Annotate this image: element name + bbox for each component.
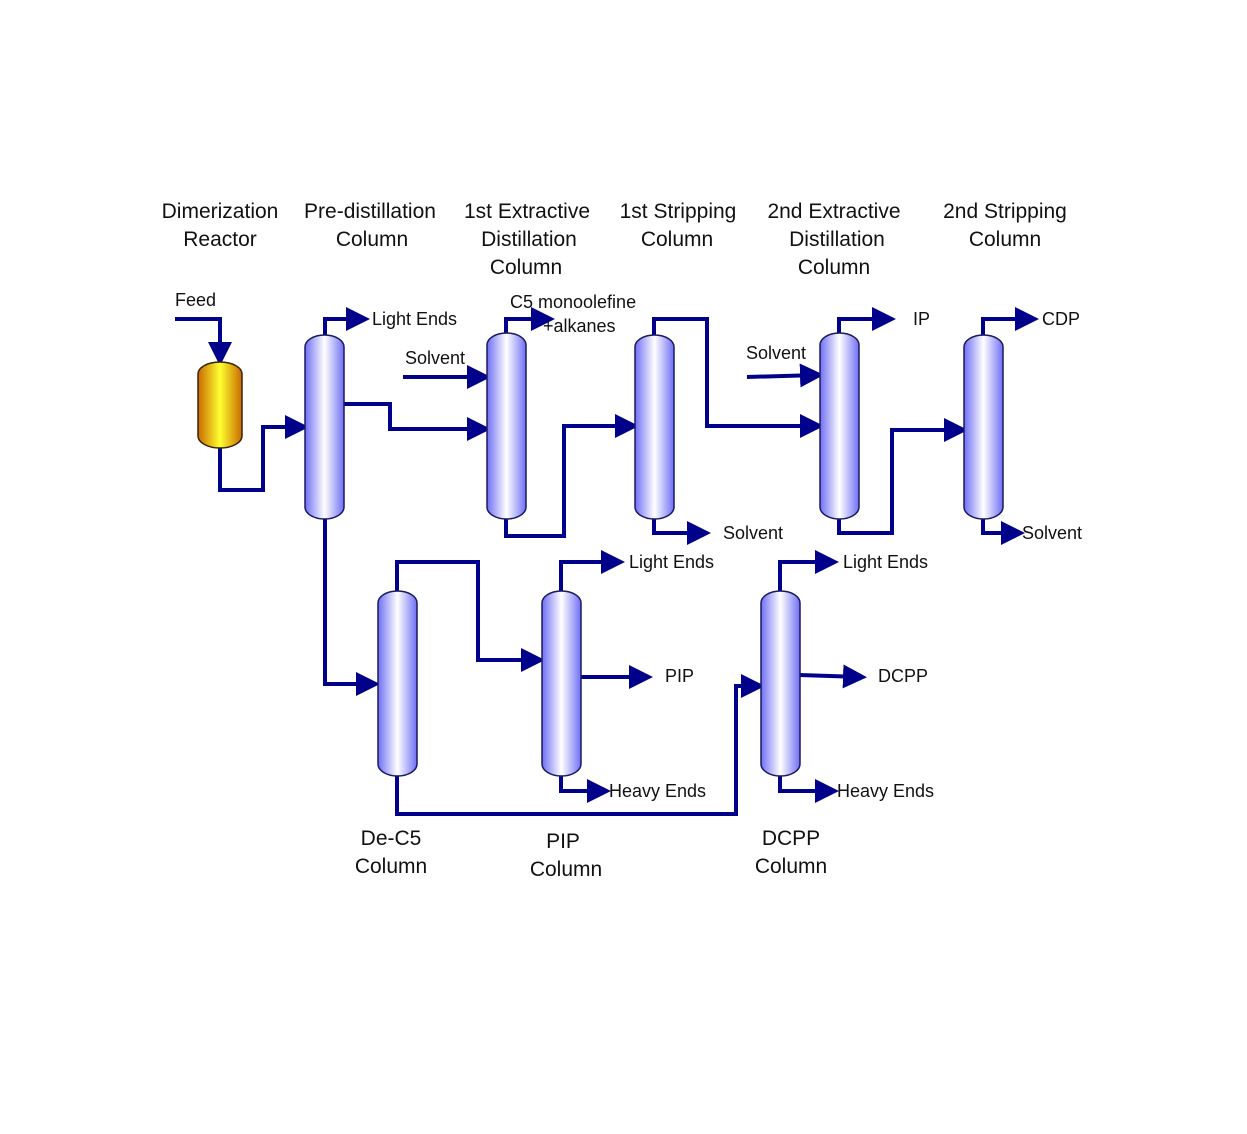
svg-text:Column: Column: [755, 855, 827, 878]
light-ends-label-predistillation: Light Ends: [372, 309, 457, 329]
predistillation-to-extractive1-pipe: [344, 402, 491, 441]
dcpp-product-label: DCPP: [878, 666, 928, 686]
solvent-in-label-1: Solvent: [405, 348, 465, 368]
svg-text:Column: Column: [355, 855, 427, 878]
first-extractive-column: [486, 332, 527, 520]
svg-text:PIP: PIP: [546, 830, 580, 853]
stripping1-overhead-pipe: [652, 317, 824, 438]
svg-text:Column: Column: [530, 858, 602, 881]
dec5-to-dcpp-pipe: [395, 674, 765, 816]
c5-overhead-pipe: [504, 307, 555, 334]
svg-text:Column: Column: [641, 228, 713, 251]
reactor-to-predistillation-pipe: [218, 415, 309, 492]
light-ends-label-pip: Light Ends: [629, 552, 714, 572]
dcpp-light-ends-pipe: [778, 550, 839, 592]
heavy-ends-label-dcpp: Heavy Ends: [837, 781, 934, 801]
feed-pipe: [175, 317, 232, 366]
svg-text:2nd Stripping: 2nd Stripping: [943, 200, 1067, 223]
pip-product-label: PIP: [665, 666, 694, 686]
second-stripping-column: [963, 334, 1004, 520]
svg-text:Column: Column: [969, 228, 1041, 251]
svg-text:2nd Extractive: 2nd Extractive: [767, 200, 900, 223]
cdp-label: CDP: [1042, 309, 1080, 329]
pip-heavy-ends-pipe: [559, 775, 611, 803]
header-pip-column: PIP Column: [530, 830, 602, 881]
svg-text:1st Stripping: 1st Stripping: [620, 200, 737, 223]
light-ends-label-dcpp: Light Ends: [843, 552, 928, 572]
svg-text:Pre-distillation: Pre-distillation: [304, 200, 436, 223]
header-second-stripping-column: 2nd Stripping Column: [943, 200, 1067, 251]
svg-text:Reactor: Reactor: [183, 228, 257, 251]
header-second-extractive-column: 2nd Extractive Distillation Column: [767, 200, 900, 279]
svg-text:Distillation: Distillation: [789, 228, 885, 251]
predistillation-light-ends-pipe: [323, 307, 370, 336]
svg-text:Column: Column: [490, 256, 562, 279]
predistillation-column: [304, 334, 345, 520]
header-first-stripping-column: 1st Stripping Column: [620, 200, 737, 251]
solvent-in-label-2: Solvent: [746, 343, 806, 363]
extractive2-to-stripping2-pipe: [837, 418, 968, 535]
solvent-out-label-2: Solvent: [1022, 523, 1082, 543]
pipes: [175, 307, 1039, 816]
svg-text:DCPP: DCPP: [762, 827, 820, 850]
header-dec5-column: De-C5 Column: [355, 827, 427, 878]
second-extractive-column: [819, 332, 860, 520]
predistillation-to-dec5-pipe: [323, 518, 380, 696]
svg-text:Dimerization: Dimerization: [162, 200, 279, 223]
svg-text:Column: Column: [336, 228, 408, 251]
alkanes-label: +alkanes: [543, 316, 616, 336]
c5-monoolefine-label: C5 monoolefine: [510, 292, 636, 312]
dec5-column: [377, 590, 418, 777]
header-dcpp-column: DCPP Column: [755, 827, 827, 878]
dcpp-product-pipe: [798, 664, 867, 689]
header-dimerization-reactor: Dimerization Reactor: [162, 200, 279, 251]
first-stripping-column: [634, 334, 675, 520]
ip-overhead-pipe: [837, 307, 896, 334]
heavy-ends-label-pip: Heavy Ends: [609, 781, 706, 801]
extractive1-to-stripping1-pipe: [504, 414, 639, 538]
svg-text:Column: Column: [798, 256, 870, 279]
solvent-out-label-1: Solvent: [723, 523, 783, 543]
pip-light-ends-pipe: [559, 550, 625, 592]
pip-column: [541, 590, 582, 777]
svg-text:1st Extractive: 1st Extractive: [464, 200, 590, 223]
stripping1-solvent-out-pipe: [652, 518, 711, 545]
dec5-to-pip-pipe: [395, 560, 545, 672]
svg-text:De-C5: De-C5: [361, 827, 422, 850]
stripping2-solvent-out-pipe: [981, 518, 1025, 545]
cdp-overhead-pipe: [981, 307, 1039, 336]
header-predistillation-column: Pre-distillation Column: [304, 200, 436, 251]
ip-label: IP: [913, 309, 930, 329]
svg-text:Distillation: Distillation: [481, 228, 577, 251]
dimerization-reactor: [197, 361, 243, 449]
dcpp-heavy-ends-pipe: [778, 775, 839, 803]
dcpp-column: [760, 590, 801, 777]
feed-label: Feed: [175, 290, 216, 310]
solvent-feed-2-pipe: [746, 363, 824, 388]
header-first-extractive-column: 1st Extractive Distillation Column: [464, 200, 590, 279]
